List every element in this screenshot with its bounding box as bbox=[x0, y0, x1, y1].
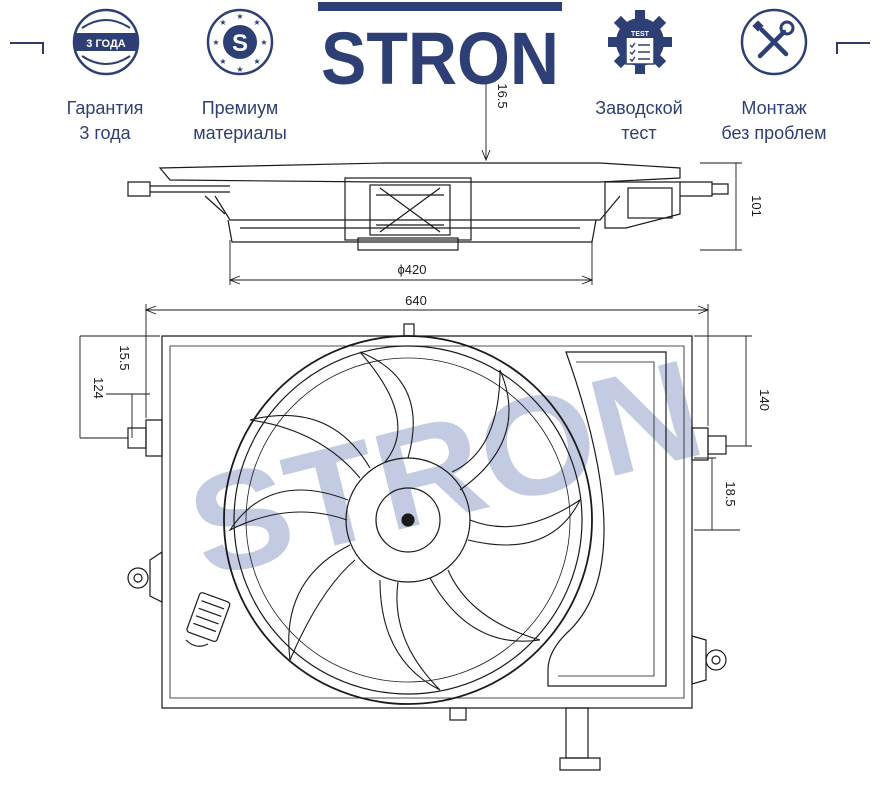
svg-text:★: ★ bbox=[212, 38, 219, 47]
fan-blades bbox=[228, 351, 582, 691]
feature-install-line2: без проблем bbox=[721, 123, 827, 143]
svg-text:★: ★ bbox=[253, 18, 260, 27]
dimension-lines bbox=[79, 84, 752, 531]
svg-text:★: ★ bbox=[219, 57, 226, 66]
dim-total-width: 640 bbox=[405, 293, 427, 308]
premium-badge-letter: S bbox=[232, 30, 248, 57]
dim-fan-diameter: ϕ420 bbox=[398, 262, 427, 277]
feature-warranty-line2: 3 года bbox=[79, 123, 131, 143]
header-rule-right bbox=[836, 42, 870, 44]
dim-top-offset: 16.5 bbox=[495, 83, 510, 108]
side-view bbox=[127, 162, 729, 251]
front-view bbox=[127, 323, 727, 771]
svg-text:★: ★ bbox=[236, 12, 243, 21]
dim-right-height: 140 bbox=[757, 389, 772, 411]
dim-left-height: 124 bbox=[91, 377, 106, 399]
brand-logo: STRON bbox=[318, 2, 562, 88]
svg-text:★: ★ bbox=[260, 38, 267, 47]
feature-premium-line1: Премиум bbox=[201, 98, 279, 118]
warranty-badge-text: 3 ГОДА bbox=[86, 38, 126, 50]
premium-s-badge-icon: S ★ ★ ★ ★ ★ ★ ★ ★ bbox=[204, 6, 276, 78]
test-badge-text: TEST bbox=[631, 31, 650, 38]
feature-test-line2: тест bbox=[621, 123, 657, 143]
header-rule-left-drop bbox=[42, 42, 44, 54]
feature-warranty-line1: Гарантия bbox=[66, 98, 144, 118]
feature-premium-label: Премиум материалы bbox=[165, 96, 315, 146]
feature-install-line1: Монтаж bbox=[741, 98, 807, 118]
dim-side-height: 101 bbox=[749, 195, 764, 217]
warranty-badge-icon: 3 ГОДА bbox=[70, 6, 142, 78]
feature-test-line1: Заводской bbox=[595, 98, 683, 118]
feature-premium-line2: материалы bbox=[193, 123, 287, 143]
dim-left-offset-small: 15.5 bbox=[117, 345, 132, 370]
dim-right-offset: 18.5 bbox=[723, 481, 738, 506]
feature-warranty-label: Гарантия 3 года bbox=[30, 96, 180, 146]
wrench-screwdriver-icon bbox=[738, 6, 810, 78]
feature-test-label: Заводской тест bbox=[564, 96, 714, 146]
header-rule-right-drop bbox=[836, 42, 838, 54]
svg-text:★: ★ bbox=[236, 65, 243, 74]
header-rule-left bbox=[10, 42, 44, 44]
svg-text:★: ★ bbox=[253, 57, 260, 66]
factory-test-gear-icon: TEST bbox=[604, 6, 676, 78]
feature-install-label: Монтаж без проблем bbox=[699, 96, 849, 146]
svg-text:★: ★ bbox=[219, 18, 226, 27]
brand-name: STRON bbox=[321, 17, 559, 88]
